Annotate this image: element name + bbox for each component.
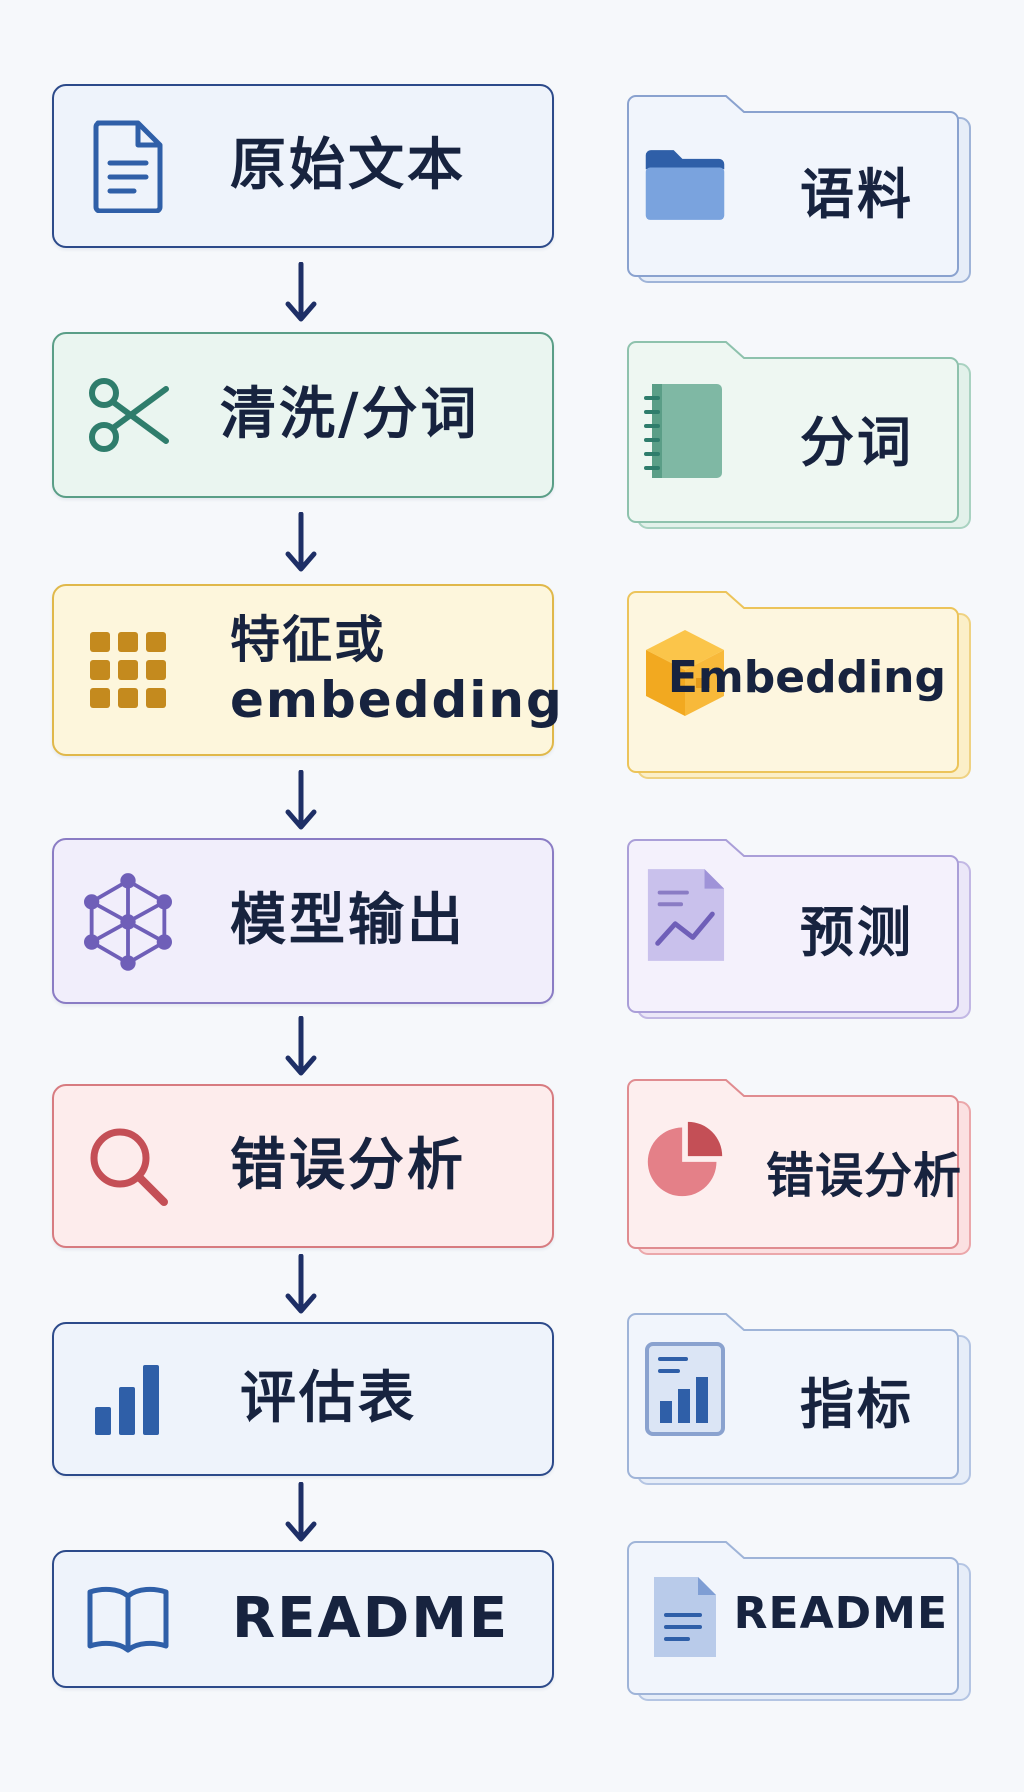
down-arrow-icon (285, 770, 317, 830)
folder-error-analysis: 错误分析 (626, 1078, 974, 1258)
down-arrow-icon (285, 1016, 317, 1076)
step-label-line2: embedding (230, 671, 564, 729)
folder-label: 指标 (800, 1373, 914, 1436)
folder-label: 分词 (800, 411, 914, 474)
scissors-icon (84, 371, 172, 459)
down-arrow-icon (285, 1254, 317, 1314)
folder-icon (644, 144, 726, 226)
step-label: 错误分析 (230, 1133, 466, 1199)
step-label: 原始文本 (230, 133, 466, 199)
document-icon (84, 120, 172, 213)
step-eval-table: 评估表 (52, 1322, 554, 1476)
book-icon (84, 1575, 172, 1663)
folder-label: 错误分析 (765, 1148, 962, 1204)
down-arrow-icon (285, 512, 317, 572)
pie-chart-icon (644, 1118, 726, 1200)
report-chart-icon (644, 869, 726, 961)
folder-tokens: 分词 (626, 340, 974, 532)
bar-chart-icon (84, 1355, 172, 1443)
folder-label: 语料 (800, 163, 914, 226)
magnifier-icon (84, 1122, 172, 1210)
step-label: README (232, 1586, 510, 1652)
step-label: 模型输出 (230, 888, 466, 954)
step-label: 清洗/分词 (220, 382, 480, 448)
step-label-line1: 特征或 (230, 611, 386, 669)
readme-file-icon (644, 1576, 726, 1658)
step-features-embedding: 特征或 embedding (52, 584, 564, 756)
down-arrow-icon (285, 1482, 317, 1542)
step-model-output: 模型输出 (52, 838, 554, 1004)
folder-readme: README (626, 1540, 974, 1704)
metrics-board-icon (644, 1342, 726, 1436)
step-error-analysis: 错误分析 (52, 1084, 554, 1248)
folder-label: README (733, 1588, 948, 1639)
folder-predictions: 预测 (626, 838, 974, 1022)
folder-label: 预测 (800, 901, 914, 964)
step-label: 特征或 embedding (230, 610, 564, 730)
folder-label: Embedding (667, 652, 946, 703)
notebook-icon (644, 384, 726, 478)
folder-metrics: 指标 (626, 1312, 974, 1488)
grid-icon (84, 626, 172, 714)
folder-embedding: Embedding (626, 590, 974, 782)
network-icon (84, 873, 172, 971)
down-arrow-icon (285, 262, 317, 322)
step-clean-tokenize: 清洗/分词 (52, 332, 554, 498)
step-raw-text: 原始文本 (52, 84, 554, 248)
cube-icon (644, 630, 726, 716)
step-label: 评估表 (240, 1366, 417, 1432)
step-readme: README (52, 1550, 554, 1688)
folder-corpus: 语料 (626, 94, 974, 286)
